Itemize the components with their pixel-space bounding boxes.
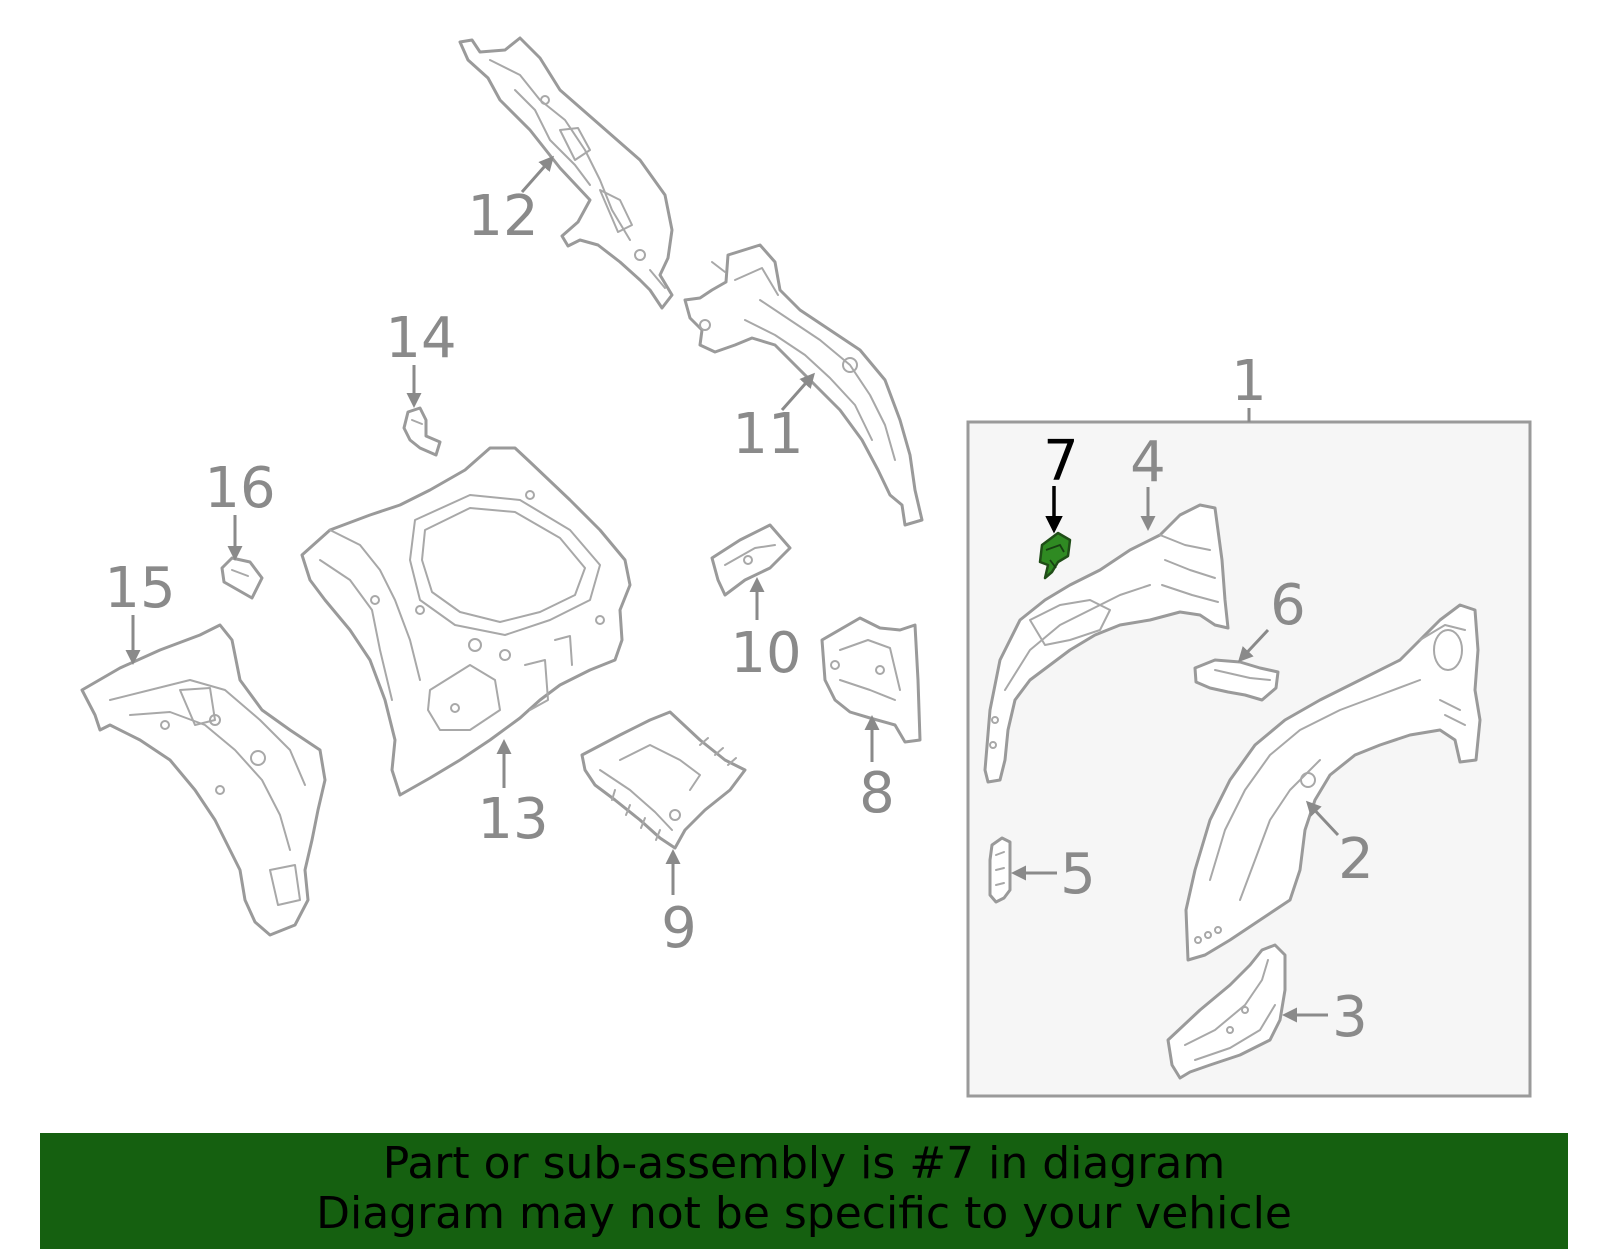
part-7-bracket[interactable] xyxy=(1038,531,1072,580)
part-15-panel[interactable] xyxy=(80,623,327,937)
part-13-panel[interactable] xyxy=(300,446,632,797)
callout-13: 13 xyxy=(477,787,548,852)
callout-16: 16 xyxy=(204,456,275,521)
callout-5: 5 xyxy=(1060,842,1096,907)
callout-1: 1 xyxy=(1231,349,1267,414)
callout-15: 15 xyxy=(104,556,175,621)
part-10-bracket[interactable] xyxy=(710,523,792,597)
part-3-bracket[interactable] xyxy=(1166,943,1287,1080)
part-12-rail[interactable] xyxy=(458,36,674,310)
callout-3: 3 xyxy=(1332,985,1368,1050)
part-6-bracket[interactable] xyxy=(1193,658,1280,702)
banner-line-1: Part or sub-assembly is #7 in diagram xyxy=(382,1138,1226,1189)
callout-2: 2 xyxy=(1338,827,1374,892)
callout-12: 12 xyxy=(467,184,538,249)
part-2-wheelhouse[interactable] xyxy=(1184,603,1482,962)
callout-11: 11 xyxy=(732,402,803,467)
callout-9: 9 xyxy=(661,896,697,961)
part-14-bracket[interactable] xyxy=(402,406,442,457)
callout-4: 4 xyxy=(1130,430,1166,495)
callout-labels: 1 2 3 4 5 6 7 8 9 10 11 12 13 14 15 16 xyxy=(104,184,1373,1050)
callout-8: 8 xyxy=(859,761,895,826)
leader-lines xyxy=(125,155,1340,1023)
callout-6: 6 xyxy=(1270,573,1306,638)
part-5-bracket[interactable] xyxy=(988,836,1012,904)
part-4-wheelhouse[interactable] xyxy=(983,503,1230,784)
part-16-bracket[interactable] xyxy=(220,556,264,600)
leader-2 xyxy=(1305,800,1340,837)
info-banner: Part or sub-assembly is #7 in diagram Di… xyxy=(40,1133,1568,1249)
part-11-rail[interactable] xyxy=(683,243,924,527)
leader-11 xyxy=(780,372,815,411)
banner-line-2: Diagram may not be specific to your vehi… xyxy=(316,1188,1292,1239)
callout-7: 7 xyxy=(1043,429,1079,494)
leader-12 xyxy=(520,155,554,193)
leader-6 xyxy=(1237,628,1270,663)
part-8-bracket[interactable] xyxy=(820,616,922,744)
part-9-bracket[interactable] xyxy=(580,710,747,850)
callout-10: 10 xyxy=(730,621,801,686)
callout-14: 14 xyxy=(385,306,456,371)
